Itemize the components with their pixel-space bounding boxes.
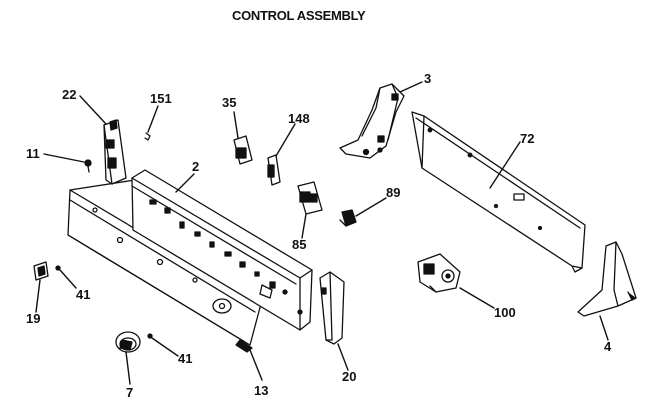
callout-41-upper: 41 bbox=[76, 287, 91, 302]
callout-3: 3 bbox=[424, 71, 432, 86]
part-35-switch bbox=[233, 135, 253, 165]
part-151-clip bbox=[144, 132, 151, 141]
leader-lines bbox=[35, 81, 609, 385]
leader-22 bbox=[79, 95, 107, 125]
part-3-end-bracket bbox=[339, 83, 405, 159]
part-72-back-panel bbox=[411, 111, 586, 273]
callout-20: 20 bbox=[342, 369, 357, 384]
part-41-spring-upper bbox=[55, 265, 61, 271]
leader-4 bbox=[599, 315, 609, 341]
diagram-title: CONTROL ASSEMBLY bbox=[232, 8, 366, 23]
part-41-spring-lower bbox=[147, 333, 153, 339]
callout-35: 35 bbox=[222, 95, 237, 110]
callout-72: 72 bbox=[520, 131, 535, 146]
leader-2 bbox=[175, 173, 195, 193]
part-2-control-bracket bbox=[131, 169, 313, 331]
leader-13 bbox=[249, 349, 263, 381]
leader-3 bbox=[399, 81, 423, 93]
callout-22: 22 bbox=[62, 87, 77, 102]
part-4-end-bracket bbox=[577, 241, 637, 317]
part-22-switch-housing bbox=[103, 119, 127, 185]
callout-4: 4 bbox=[604, 339, 612, 354]
callout-41-lower: 41 bbox=[178, 351, 193, 366]
leader-41b bbox=[151, 337, 179, 357]
callout-148: 148 bbox=[288, 111, 310, 126]
callout-11: 11 bbox=[26, 146, 40, 161]
part-89-switch bbox=[339, 209, 357, 227]
part-7-knob bbox=[115, 331, 141, 353]
callout-2: 2 bbox=[192, 159, 200, 174]
callout-85: 85 bbox=[292, 237, 307, 252]
leader-7 bbox=[125, 351, 131, 385]
part-148-switch bbox=[267, 154, 281, 186]
callout-89: 89 bbox=[386, 185, 401, 200]
leader-89 bbox=[355, 197, 387, 217]
part-85-switch bbox=[297, 181, 323, 215]
part-11-screw bbox=[84, 159, 92, 173]
leader-100 bbox=[459, 287, 495, 309]
leader-41a bbox=[59, 269, 77, 289]
callout-19: 19 bbox=[26, 311, 41, 326]
callout-13: 13 bbox=[254, 383, 269, 398]
leader-20 bbox=[337, 343, 349, 371]
leader-85 bbox=[301, 213, 307, 239]
leader-72 bbox=[489, 141, 521, 189]
callout-100: 100 bbox=[494, 305, 516, 320]
callout-7: 7 bbox=[126, 385, 134, 400]
leader-19 bbox=[35, 279, 41, 313]
leader-148 bbox=[275, 123, 296, 157]
part-100-timer bbox=[417, 253, 461, 293]
callout-151: 151 bbox=[150, 91, 172, 106]
leader-11 bbox=[43, 153, 85, 163]
leader-35 bbox=[233, 111, 239, 139]
part-19-knob bbox=[33, 261, 49, 281]
part-20-handle bbox=[319, 271, 345, 345]
leader-151 bbox=[147, 105, 159, 133]
